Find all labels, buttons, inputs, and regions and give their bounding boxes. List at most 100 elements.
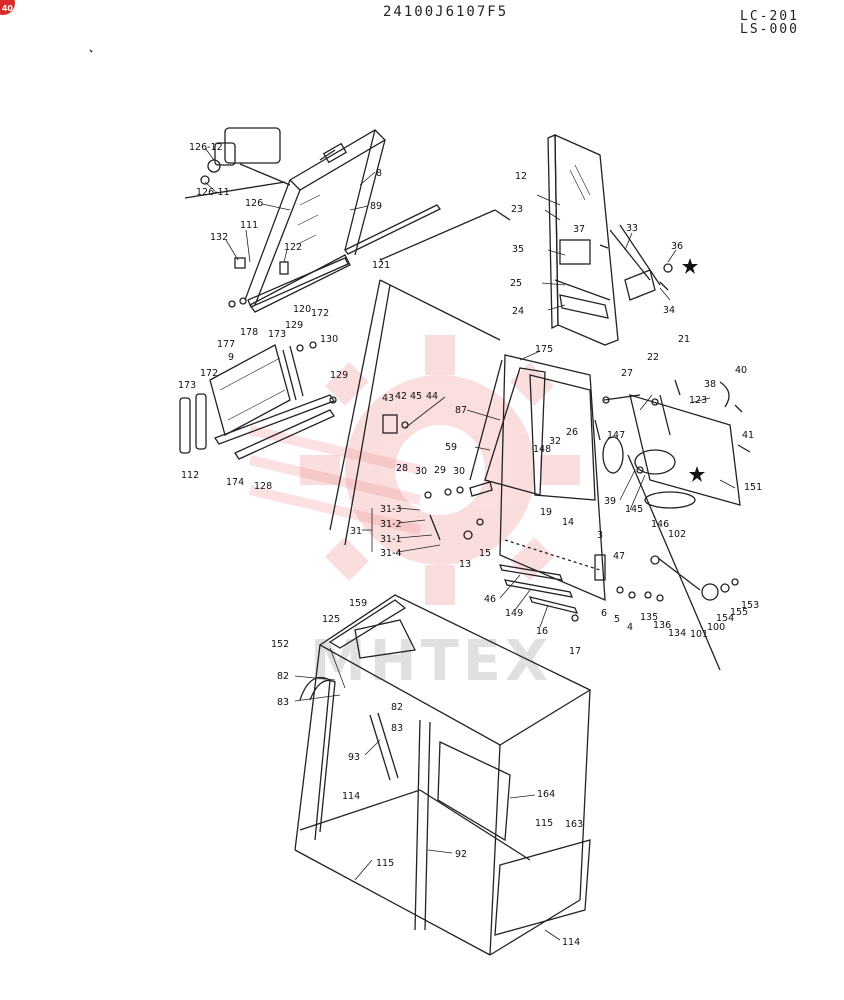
callout-label: 93 xyxy=(348,752,360,763)
callout-label: 12 xyxy=(515,171,527,182)
serial-range-top: LC-201 xyxy=(740,9,799,24)
callout-label: 121 xyxy=(372,260,390,271)
callout-label: 155 xyxy=(730,607,748,618)
callout-label: 173 xyxy=(268,329,286,340)
sliding-glass xyxy=(179,341,337,460)
callout-label: 136 xyxy=(653,620,671,631)
callout-label: 42 xyxy=(395,391,407,402)
callout-label: 25 xyxy=(510,278,522,289)
callout-label: 43 xyxy=(382,393,394,404)
callout-label: 33 xyxy=(626,223,638,234)
callout-label: 30 xyxy=(453,466,465,477)
callout-label: 123 xyxy=(689,395,707,406)
callout-label: 38 xyxy=(704,379,716,390)
serial-range-bottom: LS-000 xyxy=(740,22,799,37)
star-marker-2 xyxy=(689,466,705,482)
line-art xyxy=(89,49,751,956)
callout-label: 147 xyxy=(607,430,625,441)
hinge-assembly xyxy=(184,127,291,199)
callout-label: 149 xyxy=(505,608,523,619)
callout-label: 29 xyxy=(434,465,446,476)
callout-label: 132 xyxy=(210,232,228,243)
callout-label: 122 xyxy=(284,242,302,253)
callout-label: 40 xyxy=(735,365,747,376)
callout-label: 135 xyxy=(640,612,658,623)
callout-label: 24 xyxy=(512,306,524,317)
upper-window-frame xyxy=(244,129,387,313)
callout-label: 22 xyxy=(647,352,659,363)
callout-label: 112 xyxy=(181,470,199,481)
callout-label: 44 xyxy=(426,391,438,402)
rail-strip xyxy=(344,204,441,255)
lower-rail xyxy=(247,257,349,308)
callout-label: 3 xyxy=(597,530,603,541)
callout-label: 6 xyxy=(601,608,607,619)
callout-label: 172 xyxy=(311,308,329,319)
callout-label: 154 xyxy=(716,613,734,624)
callout-label: 82 xyxy=(277,671,289,682)
callout-label: 126-11 xyxy=(196,187,230,198)
callout-label: 41 xyxy=(742,430,754,441)
callout-label: 146 xyxy=(651,519,669,530)
star-markers xyxy=(682,258,705,482)
callout-label: 151 xyxy=(744,482,762,493)
callout-label: 130 xyxy=(320,334,338,345)
callout-label: 164 xyxy=(537,789,555,800)
callout-labels: 126-12 126-11 126 8 89 132 111 122 121 1… xyxy=(178,142,762,948)
callout-label: 174 xyxy=(226,477,244,488)
callout-label: 92 xyxy=(455,849,467,860)
callout-label: 35 xyxy=(512,244,524,255)
callout-label: 163 xyxy=(565,819,583,830)
callout-label: 8 xyxy=(376,168,382,179)
star-marker-1 xyxy=(682,258,698,274)
callout-label: 152 xyxy=(271,639,289,650)
callout-label: 173 xyxy=(178,380,196,391)
callout-label: 120 xyxy=(293,304,311,315)
callout-label: 9 xyxy=(228,352,234,363)
callout-label: 129 xyxy=(285,320,303,331)
callout-label: 31-4 xyxy=(380,548,402,559)
callout-label: 82 xyxy=(391,702,403,713)
callout-label: 115 xyxy=(535,818,553,829)
callout-label: 114 xyxy=(342,791,360,802)
callout-label: 114 xyxy=(562,937,580,948)
callout-label: 31-1 xyxy=(380,534,402,545)
right-panel xyxy=(602,379,751,671)
callout-label: 45 xyxy=(410,391,422,402)
callout-label: 30 xyxy=(415,466,427,477)
callout-label: 27 xyxy=(621,368,633,379)
callout-label: 83 xyxy=(391,723,403,734)
callout-label: 19 xyxy=(540,507,552,518)
callout-label: 16 xyxy=(536,626,548,637)
callout-label: 17 xyxy=(569,646,581,657)
callout-label: 153 xyxy=(741,600,759,611)
callout-label: 87 xyxy=(455,405,467,416)
callout-label: 175 xyxy=(535,344,553,355)
callout-label: 31-2 xyxy=(380,519,402,530)
callout-label: 89 xyxy=(370,201,382,212)
corner-logo-badge: 40 xyxy=(0,0,15,15)
callout-label: 101 xyxy=(690,629,708,640)
callout-label: 125 xyxy=(322,614,340,625)
watermark-gear xyxy=(300,335,580,605)
callout-label: 47 xyxy=(613,551,625,562)
callout-label: 177 xyxy=(217,339,235,350)
callout-label: 159 xyxy=(349,598,367,609)
callout-label: 14 xyxy=(562,517,574,528)
callout-label: 111 xyxy=(240,220,258,231)
callout-label: 128 xyxy=(254,481,272,492)
callout-label: 39 xyxy=(604,496,616,507)
callout-label: 129 xyxy=(330,370,348,381)
callout-label: 172 xyxy=(200,368,218,379)
document-code: 24100J6107F5 xyxy=(383,4,509,20)
callout-label: 28 xyxy=(396,463,408,474)
callout-label: 102 xyxy=(668,529,686,540)
callout-label: 13 xyxy=(459,559,471,570)
callout-label: 34 xyxy=(663,305,675,316)
watermark-text: MHTEX xyxy=(310,629,552,694)
callout-label: 46 xyxy=(484,594,496,605)
callout-label: 145 xyxy=(625,504,643,515)
callout-label: 4 xyxy=(627,622,633,633)
callout-bracket-31 xyxy=(362,508,373,552)
